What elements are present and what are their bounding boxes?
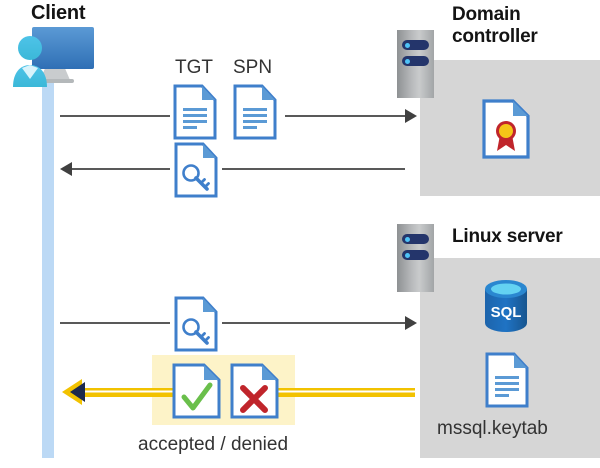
denied-document-icon — [230, 363, 280, 424]
service-ticket-key-document-icon — [174, 296, 218, 357]
flow-arrowhead-ticket — [60, 162, 72, 176]
spn-document-icon — [233, 84, 277, 145]
flow-line-result-right — [275, 388, 415, 397]
flow-arrowhead-svc — [405, 316, 417, 330]
flow-line-result-left — [85, 388, 175, 397]
flow-line-tgt-left — [60, 115, 170, 117]
client-user-monitor-icon — [8, 26, 104, 88]
svg-text:SQL: SQL — [491, 304, 522, 321]
sql-database-icon: SQL — [480, 279, 532, 338]
flow-line-svc-right — [222, 322, 405, 324]
server-rack-icon — [397, 30, 434, 98]
client-lifeline — [42, 78, 54, 458]
flow-line-tgt-right — [285, 115, 405, 117]
flow-arrowhead-tgt — [405, 109, 417, 123]
certificate-document-icon — [482, 99, 530, 164]
keytab-label: mssql.keytab — [437, 418, 548, 439]
server-rack-icon — [397, 224, 434, 292]
accepted-document-icon — [172, 363, 222, 424]
flow-line-ticket-left — [72, 168, 170, 170]
tgt-label: TGT — [175, 57, 213, 78]
tgt-document-icon — [173, 84, 217, 145]
flow-arrowhead-result — [70, 382, 85, 402]
linux-server-title: Linux server — [452, 226, 563, 247]
spn-label: SPN — [233, 57, 273, 78]
flow-line-ticket-right — [222, 168, 405, 170]
ticket-key-document-icon — [174, 142, 218, 203]
domain-controller-title: Domain controller — [452, 4, 538, 48]
keytab-document-icon — [485, 352, 529, 413]
accepted-denied-label: accepted / denied — [138, 434, 289, 455]
client-title: Client — [31, 2, 86, 24]
flow-line-svc-left — [60, 322, 170, 324]
